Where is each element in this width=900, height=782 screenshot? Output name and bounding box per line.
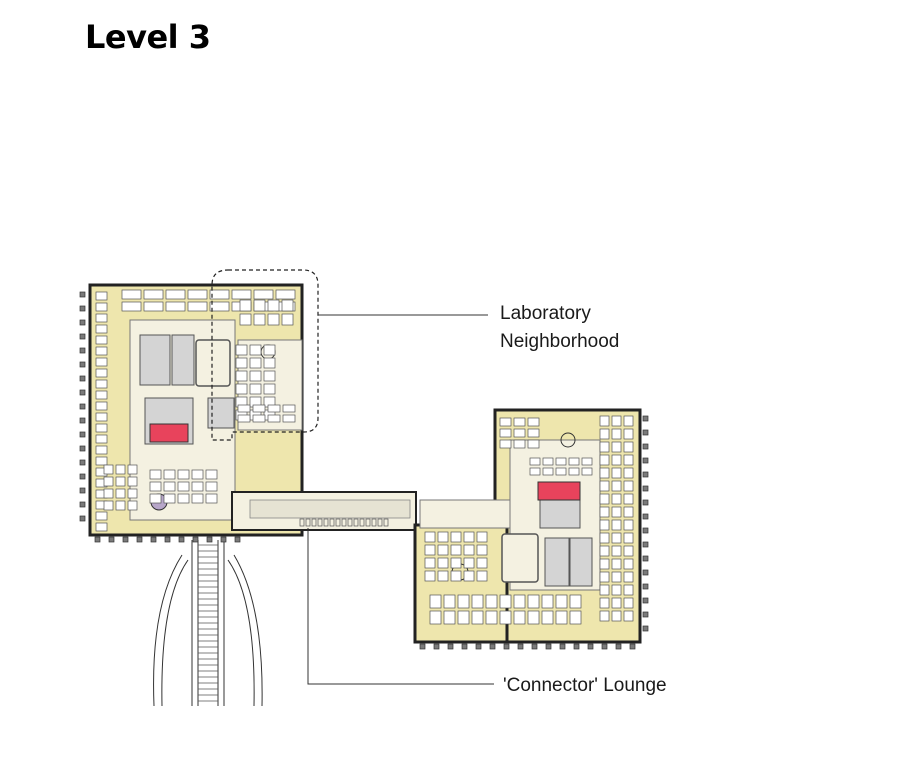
connector-corridor <box>231 491 417 531</box>
bridge-structure <box>153 540 263 707</box>
laboratory-neighborhood-label: Laboratory Neighborhood <box>500 300 619 356</box>
connector-leader-line <box>307 528 494 685</box>
page-title: Level 3 <box>85 18 211 56</box>
connector-lounge-label: 'Connector' Lounge <box>503 675 667 696</box>
east-wing <box>413 408 649 650</box>
east-core-red <box>537 481 581 501</box>
laboratory-neighborhood-outline <box>211 269 319 441</box>
west-core-red <box>149 423 189 443</box>
laboratory-label-line1: Laboratory <box>500 303 591 324</box>
laboratory-label-line2: Neighborhood <box>500 331 620 352</box>
